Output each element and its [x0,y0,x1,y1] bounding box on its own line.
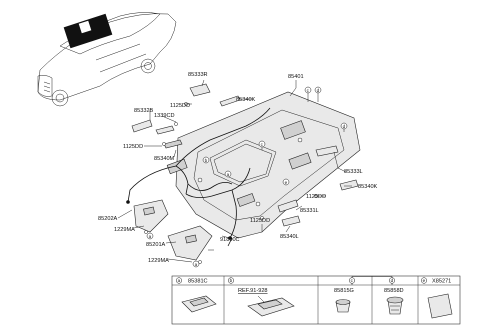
label-85333r: 85333R [188,72,208,78]
overhead-console-illustration [247,295,295,317]
svg-text:a: a [178,278,181,283]
label-85340m: 85340M [154,156,175,162]
ref-circle-a-visor2: a [192,260,200,268]
screw-fasteners [144,102,318,264]
legend-cell-e: e X85271 [420,277,453,319]
legend-part-x85271: X85271 [432,279,451,285]
label-85340k-a: 85340K [236,97,256,103]
pad-illustration [427,293,453,319]
svg-text:a: a [227,172,230,177]
label-1125dd-c: 1125DD [306,194,326,200]
label-85201a: 85201A [146,242,166,248]
legend-part-85815g: 85815G [334,288,354,294]
svg-text:b: b [205,158,208,163]
label-1229ma-b: 1229MA [148,258,169,264]
label-1125dd-b: 1125DD [123,144,143,150]
assist-handle-rear-left [315,145,359,191]
label-85401: 85401 [288,74,304,80]
label-85340k-b: 85340K [358,184,378,190]
sunroof-panel [78,20,92,34]
assist-handle-rear-right [189,83,211,97]
headliner-panel [166,91,361,239]
leader-lines [117,79,352,263]
sun-visor-right [167,225,213,261]
ref-circle-a: a [224,170,232,178]
label-1125dd-a: 1125DD [170,103,190,109]
sunroof-opening [209,139,277,187]
assist-handle-rear-right-bracket [219,95,241,107]
svg-text:a: a [149,234,152,239]
svg-text:c: c [351,278,354,283]
svg-text:a: a [195,262,198,267]
svg-text:d: d [343,124,346,129]
label-91800c: 91800C [220,237,240,243]
ref-circle-c-top: c [304,86,312,94]
svg-text:d: d [317,88,320,93]
callout-labels: 85401 85333R 1125DD 85340K 85332B 1339CD… [98,72,378,264]
ref-circle-d-top: d [314,86,322,94]
ref-circle-d-right: d [340,122,348,130]
label-85332b: 85332B [134,108,154,114]
label-85333l: 85333L [344,169,363,175]
vehicle-illustration [37,12,177,107]
legend-part-85381c: 85381C [188,279,208,285]
assist-handle-front-left [131,119,153,133]
svg-text:e: e [285,180,288,185]
svg-text:c: c [261,142,264,147]
map-lamp-illustration [181,295,217,313]
svg-text:e: e [423,278,426,283]
ref-circle-c-center: c [258,140,266,148]
svg-text:d: d [391,278,394,283]
ref-circle-e: e [282,178,290,186]
legend-part-85858d: 85858D [384,288,404,294]
legend-table: a 85381C b REF.91-928 c d [171,275,461,325]
label-1339cd: 1339CD [154,113,175,119]
assist-handle-front-right [277,199,301,227]
svg-text:c: c [307,88,310,93]
label-85331l: 85331L [300,208,319,214]
legend-cell-a: a 85381C [175,277,217,313]
label-1125dd-d: 1125DD [250,218,270,224]
sun-visor-left [133,199,169,233]
label-85202a: 85202A [98,216,118,222]
label-85340l: 85340L [280,234,299,240]
label-1229ma-a: 1229MA [114,227,135,233]
legend-cell-c: 85815G [334,288,354,313]
ref-circle-a-visor: a [146,232,154,240]
clip-illustration-d [386,296,404,315]
legend-cell-b: b REF.91-928 [227,277,295,317]
clip-illustration-c [335,299,351,313]
legend-header-cd: c d [348,276,396,285]
svg-text:b: b [230,278,233,283]
legend-ref-91-928: REF.91-928 [238,288,268,294]
ref-circle-b: b [202,156,210,164]
assist-handle-front-left-2 [155,125,183,149]
circled-reference-letters: c d d c e b a a [146,86,348,268]
legend-cell-d: 85858D [384,288,404,315]
